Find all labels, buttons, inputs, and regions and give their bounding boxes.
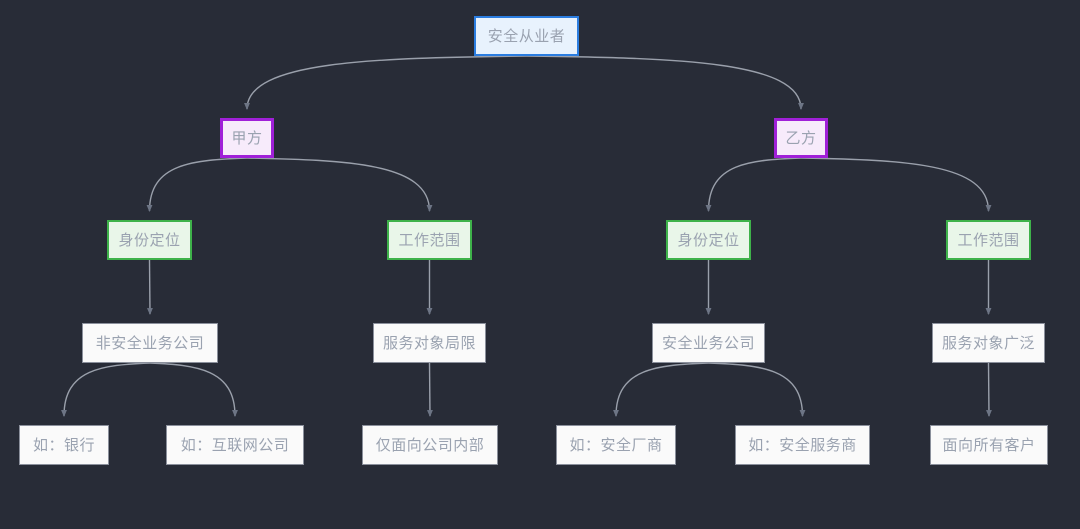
edge-a_identity-to-a_company [147,259,153,316]
node-b_broad[interactable]: 服务对象广泛 [932,323,1045,363]
node-label: 甲方 [231,129,263,147]
node-ex_internet[interactable]: 如：互联网公司 [166,425,304,465]
node-b_scope[interactable]: 工作范围 [946,220,1031,260]
edge-party_a-to-a_scope [246,157,433,213]
node-ex_allcust[interactable]: 面向所有客户 [930,425,1048,465]
node-ex_bank[interactable]: 如：银行 [19,425,109,465]
edge-party_b-to-b_scope [800,157,992,213]
node-label: 安全从业者 [487,27,566,45]
edge-party_b-to-b_identity [705,157,802,213]
node-ex_vendor[interactable]: 如：安全厂商 [556,425,676,465]
node-ex_provider[interactable]: 如：安全服务商 [735,425,870,465]
node-label: 如：银行 [32,436,95,454]
node-label: 工作范围 [957,231,1020,249]
node-a_limited[interactable]: 服务对象局限 [373,323,486,363]
edge-party_a-to-a_identity [146,157,248,213]
node-a_identity[interactable]: 身份定位 [107,220,192,260]
edge-b_company-to-ex_vendor [613,362,709,418]
node-party_a[interactable]: 甲方 [220,118,274,158]
node-label: 服务对象局限 [382,334,476,352]
edge-a_company-to-ex_internet [149,362,238,418]
node-b_company[interactable]: 安全业务公司 [652,323,765,363]
node-label: 服务对象广泛 [941,334,1035,352]
node-label: 如：安全厂商 [569,436,663,454]
node-label: 身份定位 [677,231,740,249]
node-label: 面向所有客户 [942,436,1036,454]
node-b_identity[interactable]: 身份定位 [666,220,751,260]
node-party_b[interactable]: 乙方 [774,118,828,158]
node-label: 身份定位 [118,231,181,249]
node-label: 乙方 [785,129,817,147]
node-label: 工作范围 [398,231,461,249]
node-ex_internal[interactable]: 仅面向公司内部 [362,425,498,465]
node-label: 如：安全服务商 [748,436,857,454]
edge-b_broad-to-ex_allcust [986,362,992,418]
edge-root-to-party_b [526,55,804,111]
edge-a_company-to-ex_bank [61,362,151,418]
node-label: 如：互联网公司 [180,436,290,454]
node-root[interactable]: 安全从业者 [474,16,579,56]
node-label: 安全业务公司 [661,334,755,352]
node-label: 仅面向公司内部 [375,436,485,454]
edge-a_limited-to-ex_internal [427,362,433,418]
node-a_scope[interactable]: 工作范围 [387,220,472,260]
edge-root-to-party_a [244,55,527,111]
edge-b_company-to-ex_provider [708,362,806,418]
node-label: 非安全业务公司 [95,334,205,352]
node-a_company[interactable]: 非安全业务公司 [82,323,218,363]
